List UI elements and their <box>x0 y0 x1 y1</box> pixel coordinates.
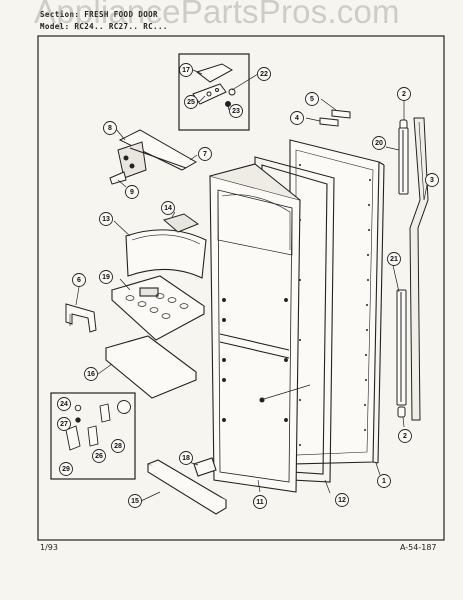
callout-26: 26 <box>95 453 103 460</box>
callout-20: 20 <box>375 140 383 147</box>
callout-2-top: 2 <box>402 91 406 98</box>
callout-24: 24 <box>60 401 68 408</box>
callout-circles <box>57 63 439 509</box>
callout-15: 15 <box>131 498 139 505</box>
callout-11: 11 <box>256 499 264 506</box>
shelf-bracket <box>65 303 97 333</box>
callout-25: 25 <box>187 99 195 106</box>
callout-7: 7 <box>203 151 207 158</box>
callout-14: 14 <box>164 205 172 212</box>
hinge-assembly-bottom <box>396 289 407 418</box>
callout-23: 23 <box>232 108 240 115</box>
hinge-cover-parts <box>192 63 236 107</box>
trim-strips <box>319 109 351 127</box>
callout-2-bottom: 2 <box>403 433 407 440</box>
callout-16: 16 <box>87 371 95 378</box>
door-liner <box>209 163 311 493</box>
handle-bracket-assembly <box>109 129 198 185</box>
door-outer-panel <box>289 139 385 465</box>
callout-1: 1 <box>382 478 386 485</box>
callout-28: 28 <box>114 443 122 450</box>
egg-tray <box>110 275 206 341</box>
callout-5: 5 <box>310 96 314 103</box>
leader-lines <box>75 69 428 502</box>
callout-22: 22 <box>260 71 268 78</box>
bottom-handle-parts <box>146 457 228 515</box>
watermark: AppliancePartsPros.com <box>34 0 400 30</box>
egg-tray-cups <box>125 293 189 319</box>
callout-29: 29 <box>62 466 70 473</box>
inset-box-hinge-parts <box>178 53 250 131</box>
handle-mount-parts <box>65 403 111 451</box>
callout-8: 8 <box>108 125 112 132</box>
door-screw-holes <box>299 164 371 446</box>
inset-box-handle-parts <box>50 392 136 480</box>
dairy-door-cover <box>125 229 207 279</box>
callout-27: 27 <box>60 421 68 428</box>
door-shelf-bin <box>104 335 198 399</box>
hinge-assembly-top <box>398 117 429 421</box>
callout-19: 19 <box>102 274 110 281</box>
callout-4: 4 <box>295 115 299 122</box>
callout-13: 13 <box>102 216 110 223</box>
callout-18: 18 <box>182 455 190 462</box>
footer-drawing-number: A-54-187 <box>400 543 437 552</box>
section-label: Section: FRESH FOOD DOOR <box>40 10 158 19</box>
callout-17: 17 <box>182 67 190 74</box>
callout-21: 21 <box>390 256 398 263</box>
dairy-cover-clip <box>162 213 200 233</box>
callout-6: 6 <box>77 277 81 284</box>
callout-12: 12 <box>338 497 346 504</box>
callout-9: 9 <box>130 189 134 196</box>
footer-date: 1/93 <box>40 543 58 552</box>
model-label: Model: RC24.. RC27.. RC... <box>40 22 168 31</box>
callout-3: 3 <box>430 177 434 184</box>
